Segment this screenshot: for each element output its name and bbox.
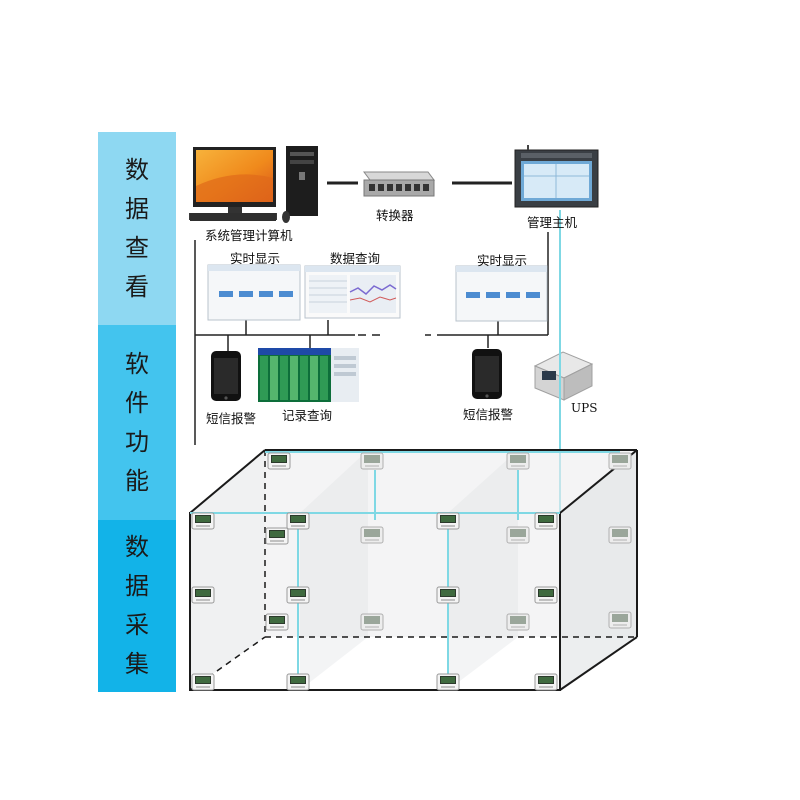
sensor-icon	[265, 527, 289, 545]
label-realtime-right: 实时显示	[477, 253, 528, 268]
band-char: 据	[125, 194, 149, 223]
keyboard-icon	[190, 213, 276, 221]
phone-icon	[472, 349, 502, 399]
band-char: 数	[125, 155, 149, 184]
band-char: 查	[125, 233, 149, 262]
sensor-icon	[360, 526, 384, 544]
band-char: 能	[125, 466, 149, 495]
sensor-icon	[608, 611, 632, 629]
phone-icon	[211, 351, 241, 401]
label-switch: 转换器	[376, 208, 414, 223]
sensor-icon	[506, 613, 530, 631]
band-char: 看	[125, 272, 149, 301]
band-char: 采	[125, 611, 149, 639]
band-software: 软 件 功 能	[98, 325, 176, 520]
sensor-icon	[608, 452, 632, 470]
realtime-display-screenshot-left	[207, 264, 301, 321]
sensor-icon	[608, 526, 632, 544]
band-char: 数	[125, 533, 149, 561]
sensor-icon	[506, 452, 530, 470]
sensor-icon	[265, 613, 289, 631]
label-records: 记录查询	[282, 408, 333, 423]
sensor-icon	[286, 512, 310, 530]
monitor-icon	[189, 147, 277, 220]
sensor-icon	[286, 673, 310, 691]
band-char: 功	[125, 427, 149, 456]
label-computer: 系统管理计算机	[205, 228, 293, 243]
band-char: 软	[125, 349, 149, 378]
label-ups: UPS	[571, 401, 598, 415]
sensor-icon	[506, 526, 530, 544]
mouse-icon	[282, 211, 290, 223]
sensor-icon	[436, 673, 460, 691]
band-char: 件	[125, 388, 149, 417]
sensor-icon	[191, 512, 215, 530]
record-query-screenshot	[258, 348, 359, 402]
band-data-view: 数 据 查 看	[98, 132, 176, 325]
sensor-icon	[534, 586, 558, 604]
band-char: 据	[125, 572, 149, 600]
sensor-icon	[191, 586, 215, 604]
label-sms-right: 短信报警	[463, 407, 514, 422]
band-char: 集	[125, 650, 149, 678]
glass-cabinet	[189, 449, 638, 691]
sensor-icon	[436, 586, 460, 604]
label-sms-left: 短信报警	[206, 411, 257, 426]
sensor-icon	[286, 586, 310, 604]
sensor-icon	[191, 673, 215, 691]
host-icon	[514, 145, 599, 208]
sensor-icon	[534, 673, 558, 691]
sensor-icon	[360, 613, 384, 631]
sensor-icon	[360, 452, 384, 470]
switch-icon	[363, 171, 435, 197]
band-data-collection: 数 据 采 集	[98, 520, 176, 692]
ups-icon	[533, 351, 594, 401]
label-realtime-left: 实时显示	[230, 251, 281, 266]
sensor-icon	[267, 452, 291, 470]
label-data-query: 数据查询	[330, 251, 381, 266]
data-query-screenshot	[304, 265, 401, 319]
realtime-display-screenshot-right	[455, 265, 548, 322]
sensor-icon	[436, 512, 460, 530]
label-host: 管理主机	[527, 215, 578, 230]
sensor-icon	[534, 512, 558, 530]
tower-icon	[286, 146, 318, 216]
